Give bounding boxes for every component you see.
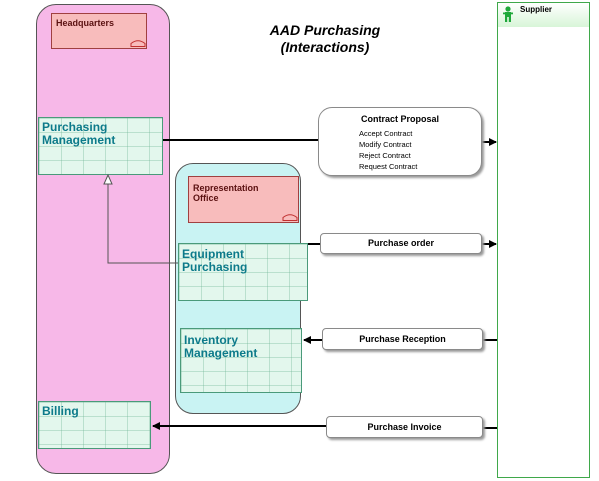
org-unit-icon <box>130 40 146 47</box>
contract-proposal-item: Reject Contract <box>359 151 411 160</box>
org-unit-icon <box>282 214 298 221</box>
inventory-management-label: Inventory Management <box>184 333 258 360</box>
purchasing-management-box[interactable]: Purchasing Management <box>38 117 163 175</box>
hollow-arrowhead <box>103 173 113 185</box>
contract-proposal-title: Contract Proposal <box>360 114 439 124</box>
supplier-lane <box>497 2 590 478</box>
representation-office-box[interactable]: Representation Office <box>188 176 299 223</box>
purchase-invoice-box[interactable]: Purchase Invoice <box>326 416 483 438</box>
purchasing-management-label: Purchasing Management <box>42 120 116 147</box>
contract-proposal-item: Accept Contract <box>359 129 413 138</box>
diagram-title: AAD Purchasing (Interactions) <box>240 22 410 56</box>
billing-label: Billing <box>42 404 79 418</box>
purchase-invoice-label: Purchase Invoice <box>367 422 442 432</box>
title-line-1: AAD Purchasing <box>269 22 381 38</box>
supplier-label: Supplier <box>520 5 553 14</box>
equipment-purchasing-box[interactable]: Equipment Purchasing <box>178 243 308 301</box>
contract-proposal-box[interactable]: Contract Proposal Accept Contract Modify… <box>318 107 482 176</box>
billing-box[interactable]: Billing <box>38 401 151 449</box>
supplier-header <box>498 3 589 27</box>
person-icon <box>503 6 513 22</box>
purchase-order-label: Purchase order <box>367 238 435 248</box>
purchase-reception-label: Purchase Reception <box>359 334 446 344</box>
contract-proposal-list: Accept Contract Modify Contract Reject C… <box>359 128 481 172</box>
connector-line <box>107 180 178 264</box>
contract-proposal-item: Modify Contract <box>359 140 412 149</box>
contract-proposal-item: Request Contract <box>359 162 418 171</box>
inventory-management-box[interactable]: Inventory Management <box>180 328 302 393</box>
headquarters-label: Headquarters <box>56 18 115 28</box>
headquarters-lane <box>36 4 170 474</box>
equipment-purchasing-label: Equipment Purchasing <box>182 247 248 274</box>
title-line-2: (Interactions) <box>280 39 370 55</box>
purchase-reception-box[interactable]: Purchase Reception <box>322 328 483 350</box>
representation-office-label: Representation Office <box>193 183 259 203</box>
purchase-order-box[interactable]: Purchase order <box>320 233 482 254</box>
headquarters-box[interactable]: Headquarters <box>51 13 147 49</box>
